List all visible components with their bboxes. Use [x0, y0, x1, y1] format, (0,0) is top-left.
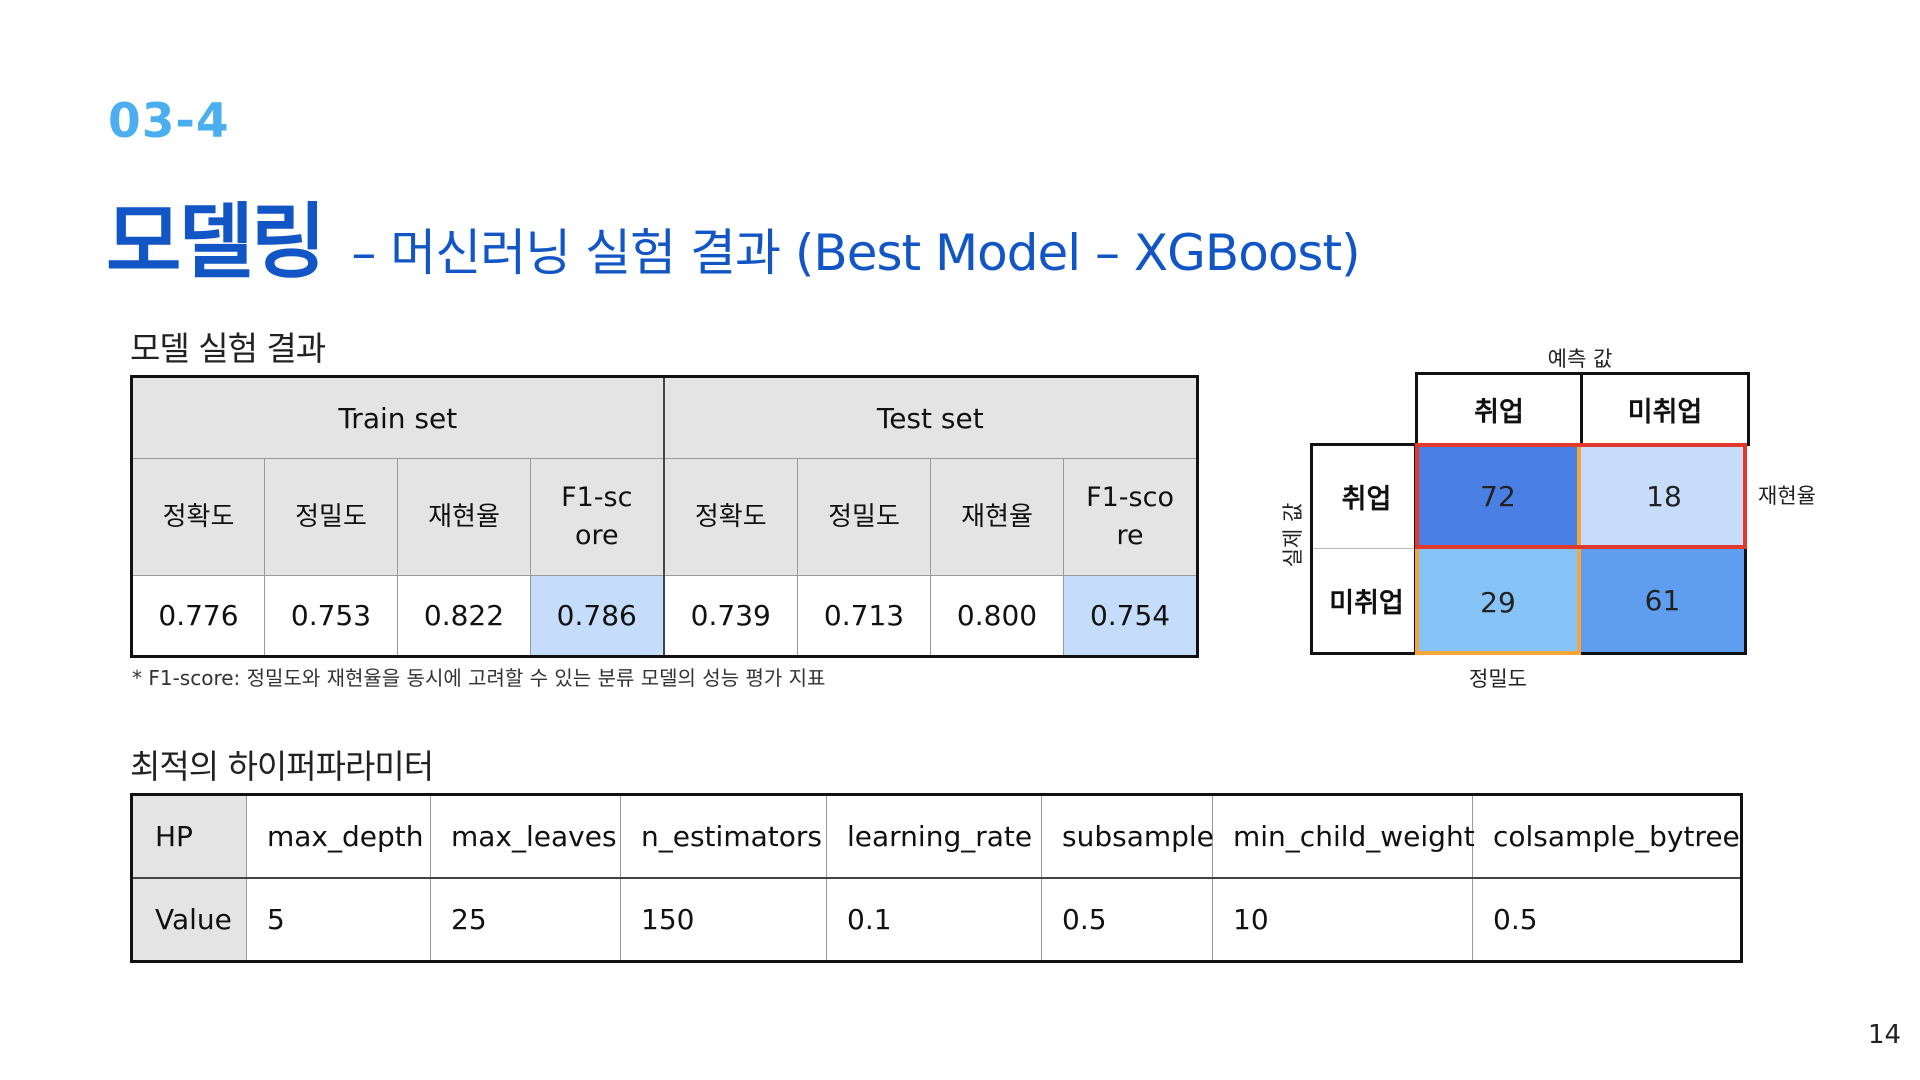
train-metric-recall: 재현율: [397, 458, 531, 576]
train-metric-accuracy: 정확도: [131, 458, 265, 576]
cm-row-divider: [1313, 548, 1414, 549]
cm-precision-label: 정밀도: [1469, 667, 1527, 691]
results-metric-row: 정확도 정밀도 재현율 F1-score 정확도 정밀도 재현율 F1-scor…: [131, 458, 1199, 576]
title-main: 모델링: [106, 195, 326, 290]
hp-name-colsample-bytree: colsample_bytree: [1472, 794, 1742, 879]
train-metric-f1: F1-score: [529, 458, 665, 576]
train-metric-precision: 정밀도: [264, 458, 398, 576]
cm-cell-tp: 72: [1415, 443, 1581, 549]
hp-value-max-depth: 5: [246, 877, 431, 962]
cm-cell-fp: 29: [1415, 549, 1581, 655]
results-heading: 모델 실험 결과: [130, 329, 326, 368]
cm-col-header-unemployed: 미취업: [1580, 372, 1750, 446]
cm-actual-label: 실제 값: [1281, 502, 1305, 568]
train-value-precision: 0.753: [264, 575, 398, 657]
hp-name-row: HP max_depth max_leaves n_estimators lea…: [131, 794, 1742, 879]
hp-name-learning-rate: learning_rate: [826, 794, 1042, 879]
hp-value-row: Value 5 25 150 0.1 0.5 10 0.5: [131, 877, 1742, 962]
hp-value-subsample: 0.5: [1041, 877, 1213, 962]
hp-value-colsample-bytree: 0.5: [1472, 877, 1742, 962]
test-metric-f1: F1-score: [1063, 458, 1199, 576]
value-row-label: Value: [131, 877, 247, 962]
results-footnote: * F1-score: 정밀도와 재현율을 동시에 고려할 수 있는 분류 모델…: [132, 666, 826, 690]
cm-cell-tn: 61: [1581, 549, 1747, 655]
group-test-set: Test set: [662, 376, 1199, 459]
hyperparameter-table: HP max_depth max_leaves n_estimators lea…: [130, 793, 1743, 963]
page-number: 14: [1868, 1020, 1902, 1050]
cm-col-header-employed: 취업: [1415, 372, 1583, 446]
hp-name-n-estimators: n_estimators: [620, 794, 827, 879]
hp-value-min-child-weight: 10: [1212, 877, 1473, 962]
test-metric-recall: 재현율: [930, 458, 1065, 576]
hp-name-subsample: subsample: [1041, 794, 1214, 879]
cm-row-header-employed: 취업: [1341, 484, 1392, 515]
hp-value-learning-rate: 0.1: [826, 877, 1042, 962]
test-value-accuracy: 0.739: [662, 575, 799, 657]
results-group-row: Train set Test set: [130, 376, 1199, 459]
hp-value-max-leaves: 25: [430, 877, 621, 962]
train-value-recall: 0.822: [397, 575, 531, 657]
page-title: 모델링 – 머신러닝 실험 결과 (Best Model – XGBoost): [106, 175, 1361, 294]
cm-cell-fn: 18: [1581, 443, 1747, 549]
train-value-accuracy: 0.776: [131, 575, 265, 657]
section-number: 03-4: [108, 94, 230, 149]
results-value-row: 0.776 0.753 0.822 0.786 0.739 0.713 0.80…: [131, 575, 1199, 657]
test-metric-accuracy: 정확도: [662, 458, 799, 576]
cm-row-header-unemployed: 미취업: [1329, 588, 1404, 619]
cm-row-header-box: 취업 미취업: [1310, 443, 1417, 655]
cm-recall-highlight: [1415, 443, 1747, 549]
test-metric-precision: 정밀도: [797, 458, 932, 576]
test-value-f1: 0.754: [1063, 575, 1199, 657]
test-value-precision: 0.713: [797, 575, 932, 657]
group-train-set: Train set: [130, 376, 665, 459]
hp-name-max-leaves: max_leaves: [430, 794, 621, 879]
cm-predicted-label: 예측 값: [1547, 347, 1613, 371]
hp-value-n-estimators: 150: [620, 877, 827, 962]
title-subtitle: – 머신러닝 실험 결과 (Best Model – XGBoost): [351, 224, 1360, 282]
test-value-recall: 0.800: [930, 575, 1065, 657]
train-value-f1: 0.786: [529, 575, 665, 657]
hyperparameter-heading: 최적의 하이퍼파라미터: [130, 747, 434, 786]
cm-recall-label: 재현율: [1758, 484, 1816, 508]
hp-row-label: HP: [131, 794, 247, 879]
hp-name-min-child-weight: min_child_weight: [1212, 794, 1475, 879]
hp-name-max-depth: max_depth: [246, 794, 431, 879]
results-table: Train set Test set 정확도 정밀도 재현율 F1-score …: [130, 375, 1200, 658]
